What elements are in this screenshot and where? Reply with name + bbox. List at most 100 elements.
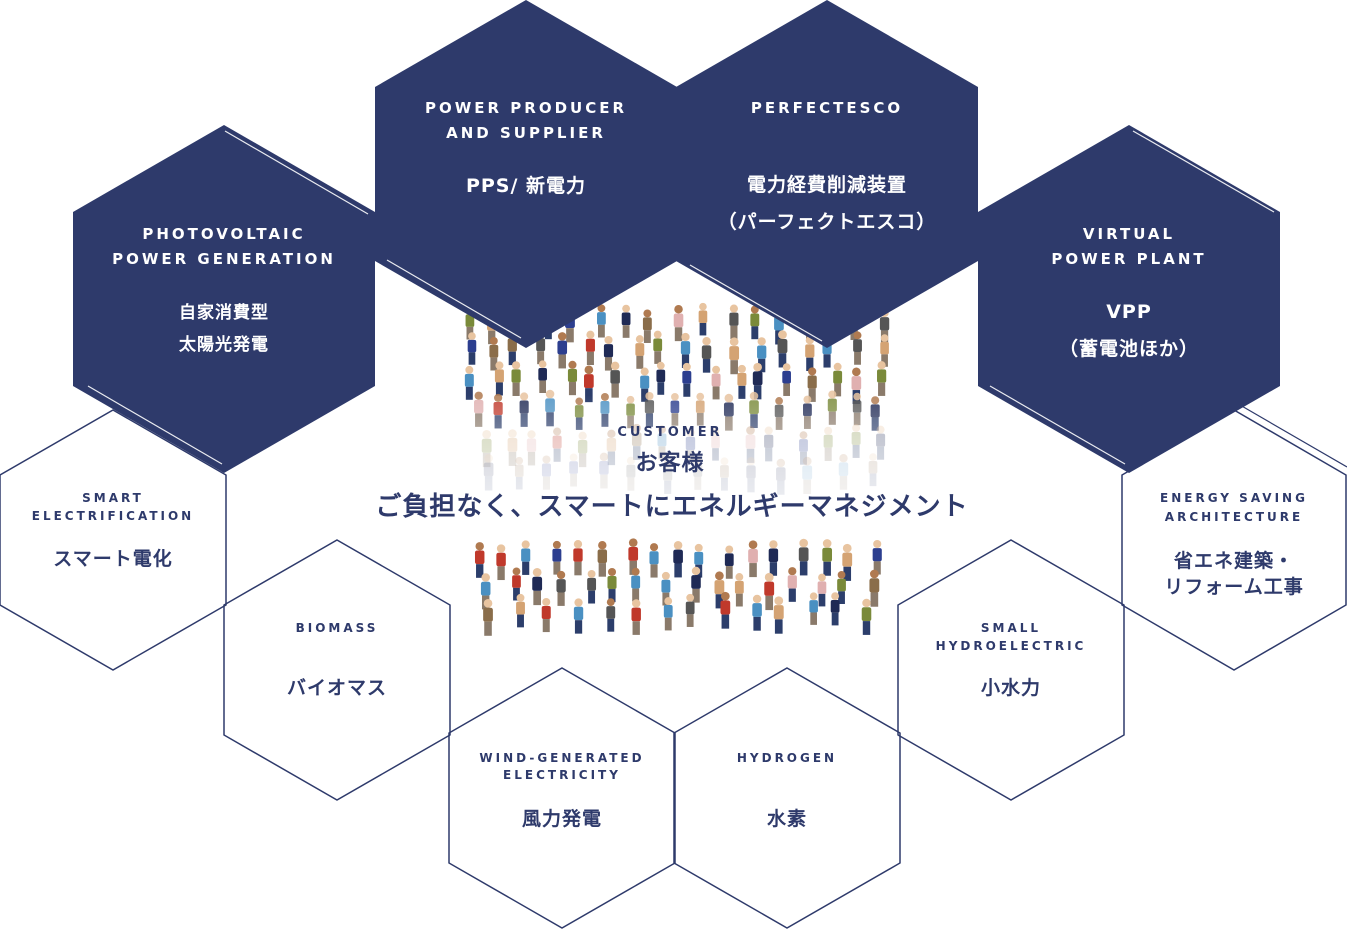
person-figure: [752, 594, 762, 631]
hex-jp-line-1: スマート電化: [53, 547, 172, 570]
person-figure: [877, 361, 887, 396]
hex-en-line-1: BIOMASS: [296, 621, 379, 635]
hex-en-line-2: POWER GENERATION: [112, 250, 336, 268]
person-figure: [483, 599, 493, 636]
outline-hex-wind[interactable]: WIND-GENERATED ELECTRICITY 風力発電: [448, 667, 676, 929]
hex-accent-line: [689, 264, 823, 342]
hex-en-line-2: ELECTRICITY: [503, 768, 621, 782]
person-figure: [782, 363, 791, 396]
person-figure: [869, 569, 880, 607]
filled-hex-photovoltaic[interactable]: PHOTOVOLTAIC POWER GENERATION 自家消費型 太陽光発…: [73, 125, 375, 473]
hex-accent-line: [224, 130, 369, 215]
hex-jp-line-2: （パーフェクトエスコ）: [718, 210, 937, 233]
person-figure: [631, 599, 641, 635]
hex-en-line-1: POWER PRODUCER: [425, 99, 627, 117]
person-figure: [842, 543, 853, 581]
crowd-fade: [440, 395, 910, 535]
outline-hex-architecture[interactable]: ENERGY SAVING ARCHITECTURE 省エネ建築・ リフォーム工…: [1121, 404, 1347, 671]
filled-hex-vpp[interactable]: VIRTUAL POWER PLANT VPP （蓄電池ほか）: [978, 125, 1280, 473]
person-figure: [837, 570, 846, 604]
person-figure: [606, 598, 616, 632]
hex-jp-line-2: 太陽光発電: [179, 334, 269, 355]
person-figure: [653, 330, 663, 364]
person-figure: [557, 332, 568, 369]
person-figure: [573, 540, 583, 576]
person-figure: [711, 365, 721, 400]
person-figure: [585, 330, 595, 366]
hex-jp-line-2: リフォーム工事: [1164, 575, 1303, 598]
customer-tagline: ご負担なく、スマートにエネルギーマネジメント: [375, 491, 968, 522]
person-figure: [673, 304, 684, 342]
hex-jp-line-1: 水素: [767, 807, 807, 830]
person-figure: [556, 570, 566, 606]
hex-en-line-2: ARCHITECTURE: [1165, 510, 1303, 524]
person-figure: [663, 597, 673, 631]
outline-hex-hydrogen[interactable]: HYDROGEN 水素: [673, 667, 901, 929]
hex-jp-line-1: 風力発電: [522, 807, 602, 830]
person-figure: [757, 337, 767, 373]
hex-shape: [978, 125, 1280, 473]
person-figure: [552, 540, 562, 575]
hex-shape: [73, 125, 375, 473]
person-figure: [685, 593, 695, 627]
person-figure: [516, 593, 525, 628]
person-figure: [698, 302, 708, 336]
hex-en-line-1: HYDROGEN: [737, 751, 837, 765]
person-figure: [467, 332, 477, 365]
person-figure: [701, 336, 712, 373]
person-figure: [680, 332, 691, 368]
filled-hex-perfectesco[interactable]: PERFECTESCO 電力経費削減装置 （パーフェクトエスコ）: [676, 0, 978, 348]
hex-shape: [673, 667, 901, 929]
hex-jp-line-1: 小水力: [981, 676, 1041, 699]
hex-accent-line: [1132, 130, 1275, 213]
hex-shape: [448, 667, 676, 929]
person-figure: [521, 540, 531, 575]
person-figure: [691, 566, 701, 603]
hex-en-line-1: SMALL: [981, 621, 1041, 635]
outline-hex-hydro[interactable]: SMALL HYDROELECTRIC 小水力: [897, 539, 1125, 801]
person-figure: [720, 591, 731, 629]
person-figure: [752, 362, 763, 400]
person-figure: [474, 542, 485, 578]
person-figure: [729, 304, 739, 340]
hex-shape: [223, 539, 451, 801]
outline-hex-biomass[interactable]: BIOMASS バイオマス: [223, 539, 451, 801]
person-figure: [597, 304, 606, 338]
hex-en-line-1: SMART: [82, 491, 144, 505]
hex-accent-line: [1239, 404, 1347, 468]
person-figure: [532, 567, 543, 606]
customer-label-jp: お客様: [635, 450, 704, 476]
hex-en-line-1: WIND-GENERATED: [479, 751, 644, 765]
person-figure: [631, 567, 641, 602]
person-figure: [737, 364, 747, 399]
hex-shape: [0, 409, 227, 671]
person-figure: [714, 571, 725, 609]
person-figure: [750, 305, 760, 340]
person-figure: [607, 567, 617, 603]
person-figure: [511, 361, 521, 396]
hex-accent-line: [87, 385, 223, 465]
hex-en-line-1: VIRTUAL: [1083, 225, 1175, 243]
hex-en-line-1: ENERGY SAVING: [1160, 491, 1308, 505]
person-figure: [628, 538, 639, 575]
person-figure: [830, 592, 840, 626]
person-figure: [587, 570, 597, 604]
hex-shape: [676, 0, 978, 348]
person-figure: [880, 334, 889, 367]
hex-jp-line-1: VPP: [1106, 301, 1152, 323]
person-figure: [512, 567, 521, 601]
person-figure: [610, 361, 620, 398]
person-figure: [787, 567, 797, 602]
person-figure: [538, 360, 547, 393]
person-figure: [573, 598, 584, 634]
hex-jp-line-1: 省エネ建築・: [1173, 549, 1294, 572]
customer-label-en: CUSTOMER: [617, 425, 722, 440]
outline-hex-smart[interactable]: SMART ELECTRIFICATION スマート電化: [0, 409, 227, 671]
hex-en-line-2: POWER PLANT: [1051, 250, 1206, 268]
filled-hex-pps[interactable]: POWER PRODUCER AND SUPPLIER PPS/ 新電力: [375, 0, 677, 348]
person-figure: [642, 309, 652, 343]
hex-jp-line-1: 自家消費型: [179, 302, 269, 323]
hex-shape: [375, 0, 677, 348]
person-figure: [635, 335, 645, 369]
